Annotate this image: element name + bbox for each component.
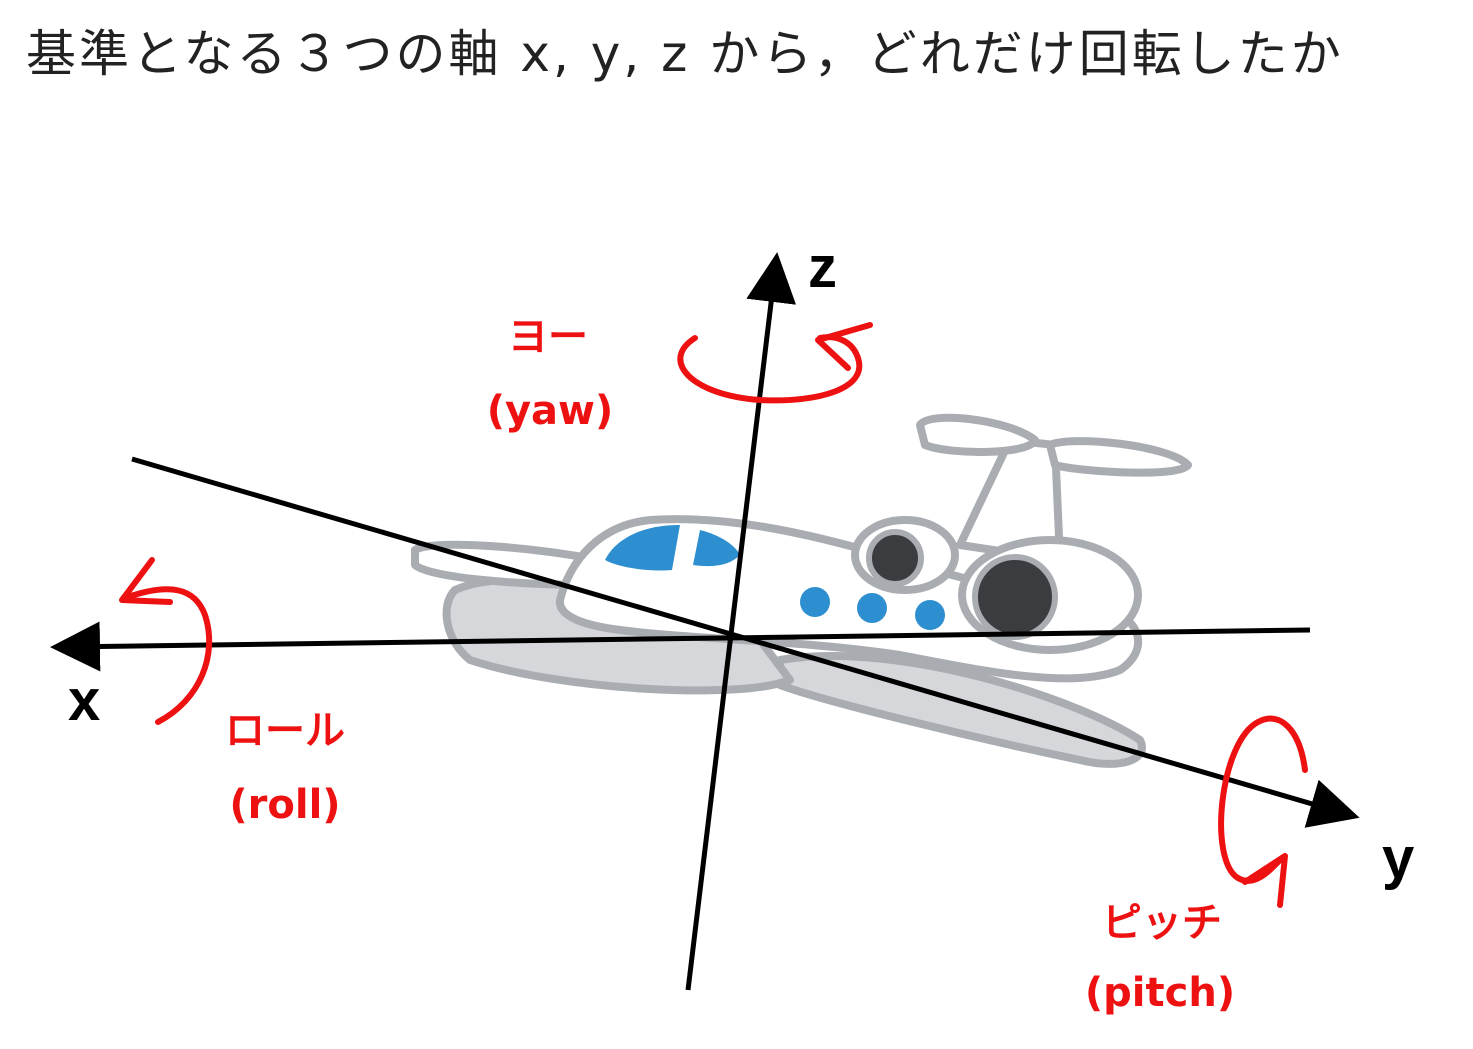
y-axis-line xyxy=(131,456,1360,828)
pitch-label-jp: ピッチ xyxy=(1102,900,1222,946)
roll-label-jp: ロール xyxy=(225,708,345,754)
roll-label-en: (roll) xyxy=(229,782,340,828)
plane-passenger-window xyxy=(857,593,887,623)
yaw-label-en: (yaw) xyxy=(487,388,614,434)
plane-window-rear xyxy=(693,530,740,567)
plane-window-front xyxy=(605,525,680,571)
plane-passenger-window xyxy=(915,600,945,630)
airplane-illustration xyxy=(411,413,1192,768)
pitch-arrowhead-icon xyxy=(1242,853,1288,908)
x-axis-line xyxy=(50,621,1311,672)
roll-arrow-icon xyxy=(122,586,213,725)
diagram-title: 基準となる３つの軸 x, y, z から，どれだけ回転したか xyxy=(26,25,1344,83)
y-axis-label: y xyxy=(1382,826,1414,891)
plane-lower-wing xyxy=(776,652,1146,768)
plane-passenger-window xyxy=(800,587,830,617)
x-axis-label: x xyxy=(68,668,100,733)
z-axis-line xyxy=(685,252,797,991)
axes xyxy=(50,252,1360,991)
yaw-arrowhead-icon xyxy=(815,322,873,371)
yaw-label-jp: ヨー xyxy=(508,314,588,360)
pitch-label-en: (pitch) xyxy=(1085,970,1235,1016)
yaw-arrow-icon xyxy=(677,334,863,404)
z-axis-label: z xyxy=(808,235,837,300)
roll-arrowhead-icon xyxy=(119,557,173,605)
plane-stabilizer xyxy=(916,413,1039,456)
